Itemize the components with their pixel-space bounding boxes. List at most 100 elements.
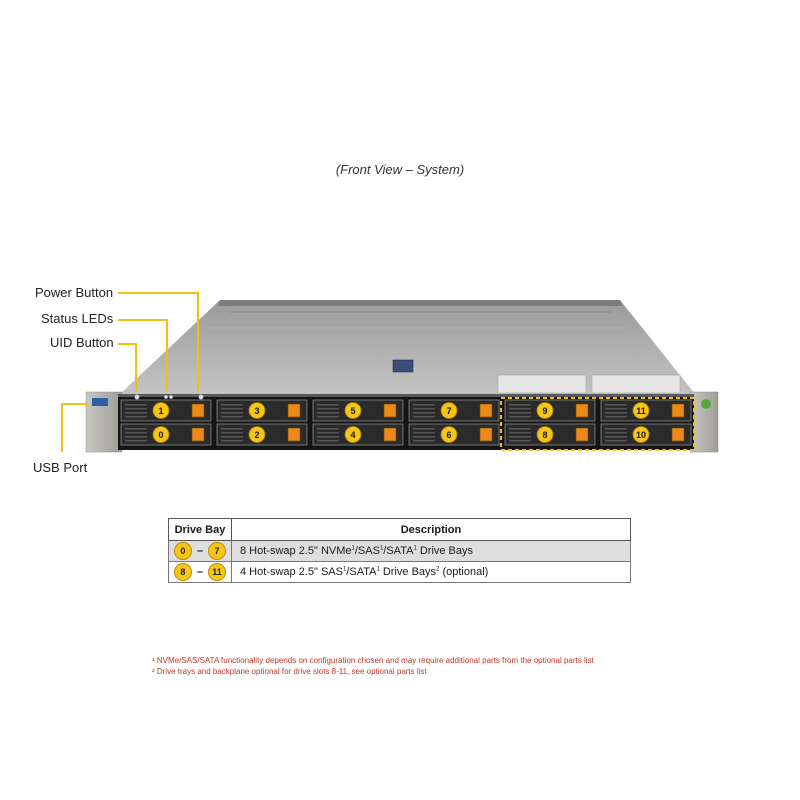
bay-number-badge <box>344 426 362 443</box>
footnote-ref: 1 <box>413 545 417 552</box>
bay-number-label: 11 <box>636 406 646 416</box>
desc-text: /SATA <box>383 545 414 557</box>
callout-uid-button: UID Button <box>50 335 114 350</box>
table-row: 8–11 4 Hot-swap 2.5" SAS1/SATA1 Drive Ba… <box>168 561 631 583</box>
bay-number-label: 9 <box>542 406 547 416</box>
footnote-ref: 2 <box>436 566 440 573</box>
bay-number-label: 7 <box>446 406 451 416</box>
footnote-2: ² Drive trays and backplane optional for… <box>152 666 427 676</box>
drive-latch <box>287 403 301 418</box>
bay-number-badge <box>248 426 266 443</box>
drive-bay[interactable]: 2 <box>216 423 308 446</box>
drive-bay[interactable]: 9 <box>504 399 596 422</box>
bay-number-label: 8 <box>542 430 547 440</box>
footnotes: ¹ NVMe/SAS/SATA functionality depends on… <box>152 656 594 677</box>
bay-description: 8 Hot-swap 2.5" NVMe1/SAS1/SATA1 Drive B… <box>231 540 631 562</box>
bay-chip: 7 <box>208 542 227 560</box>
callout-usb-port: USB Port <box>33 460 88 475</box>
bay-number-badge <box>152 426 170 443</box>
drive-latch <box>575 427 589 442</box>
power-button <box>198 394 204 400</box>
column-header-description: Description <box>231 518 631 541</box>
desc-text: /SATA <box>346 566 377 578</box>
front-panel <box>118 394 694 450</box>
bay-chip: 0 <box>173 542 192 560</box>
bay-chip: 8 <box>173 563 192 581</box>
lid-latch <box>392 359 414 373</box>
drive-latch <box>191 403 205 418</box>
bay-number-badge <box>632 426 650 443</box>
footnote-ref: 1 <box>376 566 380 573</box>
drive-latch <box>671 427 685 442</box>
drive-bay-table: Drive Bay Description 0–7 8 Hot-swap 2.5… <box>168 518 631 583</box>
bay-number-badge <box>536 402 554 419</box>
drive-latch <box>575 403 589 418</box>
figure-caption: (Front View – System) <box>335 162 465 177</box>
service-label <box>591 374 681 394</box>
bay-number-label: 5 <box>350 406 355 416</box>
bay-number-badge <box>152 402 170 419</box>
service-label <box>497 374 587 394</box>
bay-range: 8–11 <box>168 561 232 583</box>
drive-bay[interactable]: 5 <box>312 399 404 422</box>
drive-latch <box>191 427 205 442</box>
drive-bay[interactable]: 10 <box>600 423 692 446</box>
bay-number-label: 2 <box>254 430 259 440</box>
bay-number-label: 6 <box>446 430 451 440</box>
drive-latch <box>479 403 493 418</box>
desc-text: 8 Hot-swap 2.5" NVMe <box>240 545 352 557</box>
drive-latch <box>671 403 685 418</box>
bay-number-badge <box>440 402 458 419</box>
drive-bay[interactable]: 7 <box>408 399 500 422</box>
table-header-row: Drive Bay Description <box>168 518 631 541</box>
callout-status-leds: Status LEDs <box>41 311 114 326</box>
bay-number-badge <box>344 402 362 419</box>
range-dash: – <box>196 545 204 557</box>
range-dash: – <box>196 566 204 578</box>
bay-number-badge <box>248 402 266 419</box>
bay-number-badge <box>632 402 650 419</box>
footnote-ref: 1 <box>342 566 347 573</box>
status-led <box>164 395 168 399</box>
desc-text: Drive Bays <box>379 566 437 578</box>
drive-latch <box>287 427 301 442</box>
uid-button <box>134 394 140 400</box>
bay-description: 4 Hot-swap 2.5" SAS1/SATA1 Drive Bays2 (… <box>231 561 631 583</box>
power-button-leader <box>118 292 199 392</box>
status-leds-leader <box>118 319 168 392</box>
optional-bays-outline <box>500 397 695 451</box>
chassis-top <box>120 300 695 394</box>
chassis-top-rear-edge <box>218 300 622 306</box>
callout-power-button: Power Button <box>35 285 114 300</box>
bay-number-label: 1 <box>158 406 163 416</box>
drive-bay[interactable]: 6 <box>408 423 500 446</box>
desc-text: (optional) <box>439 566 489 578</box>
bay-number-label: 4 <box>350 430 355 440</box>
drive-latch <box>383 427 397 442</box>
drive-bay[interactable]: 8 <box>504 423 596 446</box>
bay-number-label: 10 <box>636 430 646 440</box>
status-led <box>169 395 173 399</box>
drive-bay[interactable]: 0 <box>120 423 212 446</box>
drive-latch <box>383 403 397 418</box>
column-header-drive-bay: Drive Bay <box>168 518 232 541</box>
desc-text: 4 Hot-swap 2.5" SAS <box>240 566 343 578</box>
usb-port <box>92 398 108 406</box>
footnote-ref: 1 <box>379 545 384 552</box>
bay-chip: 11 <box>208 563 227 581</box>
table-row: 0–7 8 Hot-swap 2.5" NVMe1/SAS1/SATA1 Dri… <box>168 540 631 562</box>
drive-bay[interactable]: 3 <box>216 399 308 422</box>
bay-number-label: 0 <box>158 430 163 440</box>
bay-range: 0–7 <box>168 540 232 562</box>
drive-bay[interactable]: 4 <box>312 423 404 446</box>
power-indicator <box>701 399 711 409</box>
drive-latch <box>479 427 493 442</box>
bay-number-label: 3 <box>254 406 259 416</box>
drive-bay[interactable]: 1 <box>120 399 212 422</box>
footnote-ref: 1 <box>351 545 355 552</box>
usb-port-leader <box>61 403 88 452</box>
rack-ear-left <box>85 391 123 453</box>
drive-bay[interactable]: 11 <box>600 399 692 422</box>
desc-text: Drive Bays <box>416 545 474 557</box>
